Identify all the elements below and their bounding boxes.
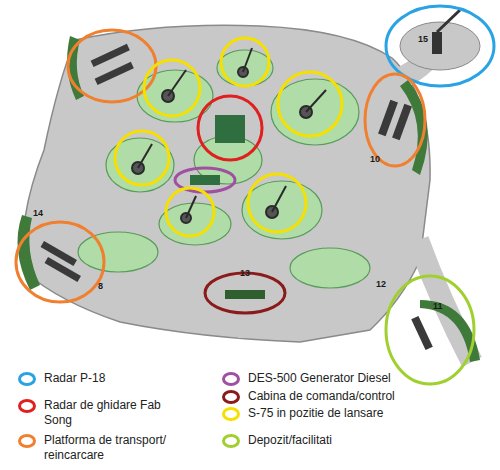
legend-row: S-75 in pozitie de lansare (222, 406, 482, 421)
legend-text: S-75 in pozitie de lansare (248, 406, 383, 421)
legend-row: Radar P-18 (18, 371, 188, 386)
callout-number: 8 (98, 281, 103, 291)
callout-number: 11 (433, 301, 443, 311)
legend-text: Cabina de comanda/control (248, 389, 395, 404)
paved-area (23, 22, 480, 362)
legend-text: Platforma de transport/ reincarcare (44, 433, 178, 463)
grass-islands (78, 50, 370, 288)
legend-swatch (18, 434, 36, 448)
legend-swatch (222, 390, 240, 404)
callout-number: 15 (418, 34, 428, 44)
legend-row: Cabina de comanda/control (222, 389, 482, 404)
legend-swatch (222, 372, 240, 386)
legend-text: DES-500 Generator Diesel (248, 371, 391, 386)
vehicles (41, 10, 460, 350)
legend-swatch (222, 434, 240, 448)
legend-text: Radar P-18 (44, 371, 105, 386)
legend-swatch (222, 407, 240, 421)
callout-number: 14 (33, 208, 43, 218)
callout-number: 12 (376, 279, 386, 289)
callout-number: 10 (370, 154, 380, 164)
legend-text: Depozit/facilitati (248, 433, 332, 448)
legend-text: Radar de ghidare Fab Song (44, 398, 168, 428)
legend-row: Radar de ghidare Fab Song (18, 398, 168, 428)
legend-swatch (18, 372, 36, 386)
legend-swatch (18, 399, 36, 413)
legend-row: Platforma de transport/ reincarcare (18, 433, 178, 463)
legend-row: Depozit/facilitati (222, 433, 482, 448)
highlight-circles (16, 6, 494, 384)
callout-number: 13 (240, 268, 250, 278)
legend-row: DES-500 Generator Diesel (222, 371, 482, 386)
earth-berms (18, 36, 481, 362)
